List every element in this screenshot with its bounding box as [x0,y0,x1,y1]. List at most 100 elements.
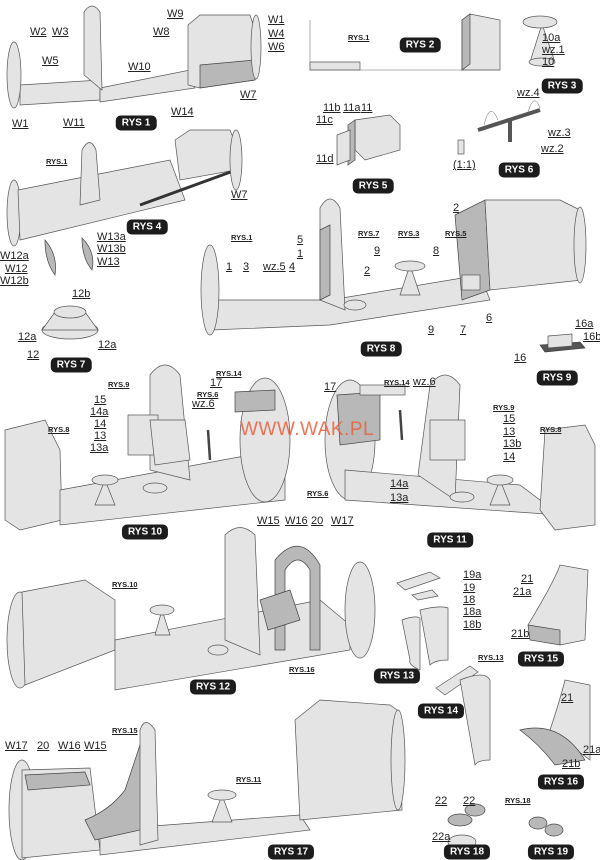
part-number-label: W14 [171,106,194,118]
figure-badge: RYS 10 [121,524,169,540]
part-number-label: 12a [18,331,37,343]
figure-reference-label: RYS.1 [348,33,370,42]
part-number-label: W1 [12,118,29,130]
part-number-label: 12b [72,288,91,300]
part-number-label: 11a [343,102,361,114]
rys12-drawing [6,527,376,691]
figure-badge: RYS 18 [443,844,491,860]
part-number-label: 13b [503,438,522,450]
part-number-label: 13a [90,442,109,454]
figure-badge: RYS 2 [399,37,441,53]
part-number-label: wz.1 [542,44,565,56]
part-number-label: W16 [58,740,81,752]
figure-reference-label: RYS.7 [358,229,380,238]
part-number-label: 12 [27,349,40,361]
part-number-label: 22 [463,795,476,807]
part-number-label: 14a [390,478,409,490]
rys17-drawing [8,699,406,860]
figure-badge: RYS 3 [541,78,583,94]
figure-badge: RYS 7 [50,357,92,373]
rys9-drawing [539,333,586,353]
part-number-label: 17 [210,377,223,389]
figure-badge: RYS 17 [267,844,315,860]
part-number-label: 15 [94,394,107,406]
part-number-label: 11 [361,102,373,114]
part-number-label: wz.6 [413,376,436,388]
figure-badge: RYS 15 [517,651,565,667]
figure-reference-label: RYS.9 [493,403,515,412]
part-number-label: W12 [5,263,28,275]
part-number-label: W7 [240,89,257,101]
part-number-label: 1 [226,261,233,273]
part-number-label: 2 [364,265,371,277]
rys13-drawing [396,571,449,671]
figure-badge: RYS 9 [536,370,578,386]
part-number-label: 5 [297,234,304,246]
part-number-label: W15 [84,740,107,752]
part-number-label: 6 [486,312,493,324]
part-number-label: 19a [463,569,482,581]
part-number-label: W6 [268,41,285,53]
part-number-label: 16 [514,352,527,364]
figure-reference-label: RYS.13 [478,653,504,662]
part-number-label: 16b [583,331,600,343]
part-number-label: W2 [30,26,47,38]
figure-badge: RYS 6 [498,162,540,178]
part-number-label: 8 [433,245,440,257]
part-number-label: wz.2 [541,143,564,155]
figure-reference-label: RYS.1 [231,233,253,242]
rys1-drawing [6,5,262,109]
figure-badge: RYS 12 [189,679,237,695]
figure-reference-label: RYS.10 [112,580,138,589]
part-number-label: 11b [323,102,341,114]
watermark: WWW.WAK.PL [240,419,375,440]
part-number-label: 22 [435,795,448,807]
part-number-label: W17 [331,515,354,527]
part-number-label: 7 [460,324,467,336]
part-number-label: W17 [5,740,28,752]
figure-reference-label: RYS.6 [307,489,329,498]
part-number-label: 15 [503,413,516,425]
figure-reference-label: RYS.14 [216,369,242,378]
rys14-drawing [435,665,491,766]
part-number-label: 18 [463,594,476,606]
part-number-label: W4 [268,28,285,40]
rys19-drawing [528,816,564,837]
rys6-drawing [457,100,541,155]
rys16-drawing [519,679,591,766]
part-number-label: W7 [231,189,248,201]
part-number-label: 19 [463,582,476,594]
part-number-label: 3 [243,261,250,273]
part-number-label: 21a [513,586,532,598]
figure-reference-label: RYS.6 [197,390,219,399]
figure-badge: RYS 4 [126,219,168,235]
part-number-label: wz.5 [263,261,286,273]
part-number-label: 21b [562,758,581,770]
figure-reference-label: RYS.11 [236,775,262,784]
figure-reference-label: RYS.15 [112,726,138,735]
part-number-label: (1:1) [453,159,476,171]
part-number-label: wz.3 [548,127,571,139]
part-number-label: W15 [257,515,280,527]
figure-reference-label: RYS.5 [445,229,467,238]
part-number-label: 11d [316,153,334,165]
part-number-label: 10a [542,32,561,44]
part-number-label: 9 [374,245,381,257]
part-number-label: W13 [97,256,120,268]
part-number-label: 21 [561,692,574,704]
part-number-label: 11c [316,114,333,126]
rys15-drawing [527,564,589,646]
figure-badge: RYS 14 [417,703,465,719]
part-number-label: 20 [311,515,324,527]
rys7-drawing [41,305,99,340]
part-number-label: W11 [63,117,85,129]
part-number-label: W12b [0,275,29,287]
part-number-label: 10 [542,56,555,68]
rys3-drawing [522,15,558,67]
part-number-label: 18b [463,619,482,631]
part-number-label: 21a [583,744,600,756]
rys4-drawing [6,129,243,276]
figure-reference-label: RYS.3 [398,229,420,238]
